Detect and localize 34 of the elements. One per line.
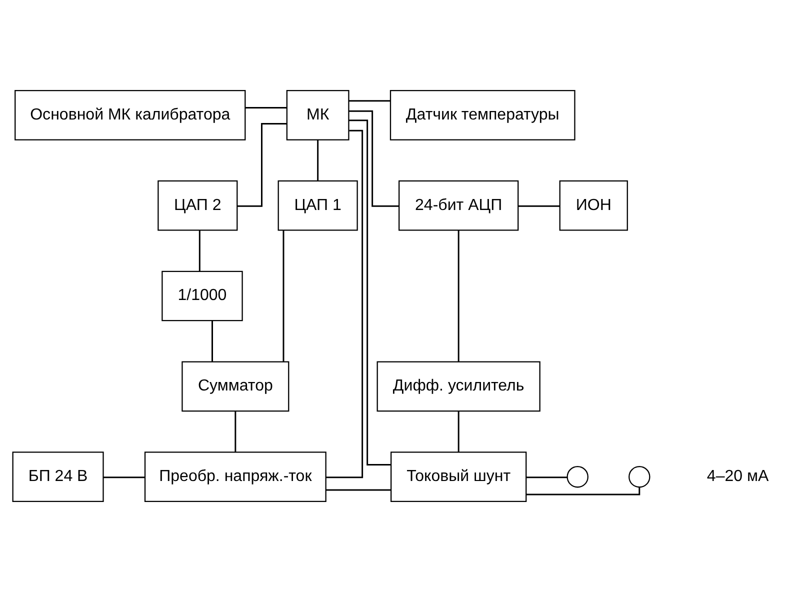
node-box: ИОН bbox=[559, 180, 628, 230]
connector bbox=[282, 230, 284, 362]
connector bbox=[526, 476, 567, 478]
node-circle bbox=[628, 465, 650, 488]
label: 4–20 мА bbox=[706, 466, 769, 485]
node-box: ЦАП 2 bbox=[158, 180, 238, 230]
connector bbox=[526, 486, 640, 495]
node-box: ЦАП 1 bbox=[278, 180, 358, 230]
connector bbox=[326, 488, 391, 490]
connector bbox=[237, 122, 287, 206]
connector bbox=[326, 129, 364, 478]
connector bbox=[518, 204, 560, 206]
connector bbox=[198, 230, 200, 271]
node-box: Токовый шунт bbox=[390, 451, 527, 502]
node-box: Дифф. усилитель bbox=[376, 360, 540, 412]
node-box: Сумматор bbox=[182, 360, 290, 412]
connector bbox=[348, 100, 390, 102]
connector bbox=[348, 119, 391, 466]
connector bbox=[458, 230, 460, 362]
node-box: Преобр. напряж.-ток bbox=[144, 451, 326, 502]
connector bbox=[348, 110, 399, 206]
connector bbox=[234, 410, 236, 452]
connector bbox=[317, 139, 319, 180]
node-box: 1/1000 bbox=[162, 270, 243, 321]
connector bbox=[103, 476, 145, 478]
connector bbox=[458, 410, 460, 452]
node-box: 24-бит АЦП bbox=[398, 180, 519, 230]
node-box: Основной МК калибратора bbox=[14, 90, 246, 140]
node-circle bbox=[566, 465, 588, 488]
connector bbox=[245, 106, 287, 108]
node-box: МК bbox=[286, 90, 350, 140]
node-box: БП 24 В bbox=[12, 451, 104, 502]
node-box: Датчик температуры bbox=[390, 90, 576, 140]
connector bbox=[212, 320, 213, 362]
